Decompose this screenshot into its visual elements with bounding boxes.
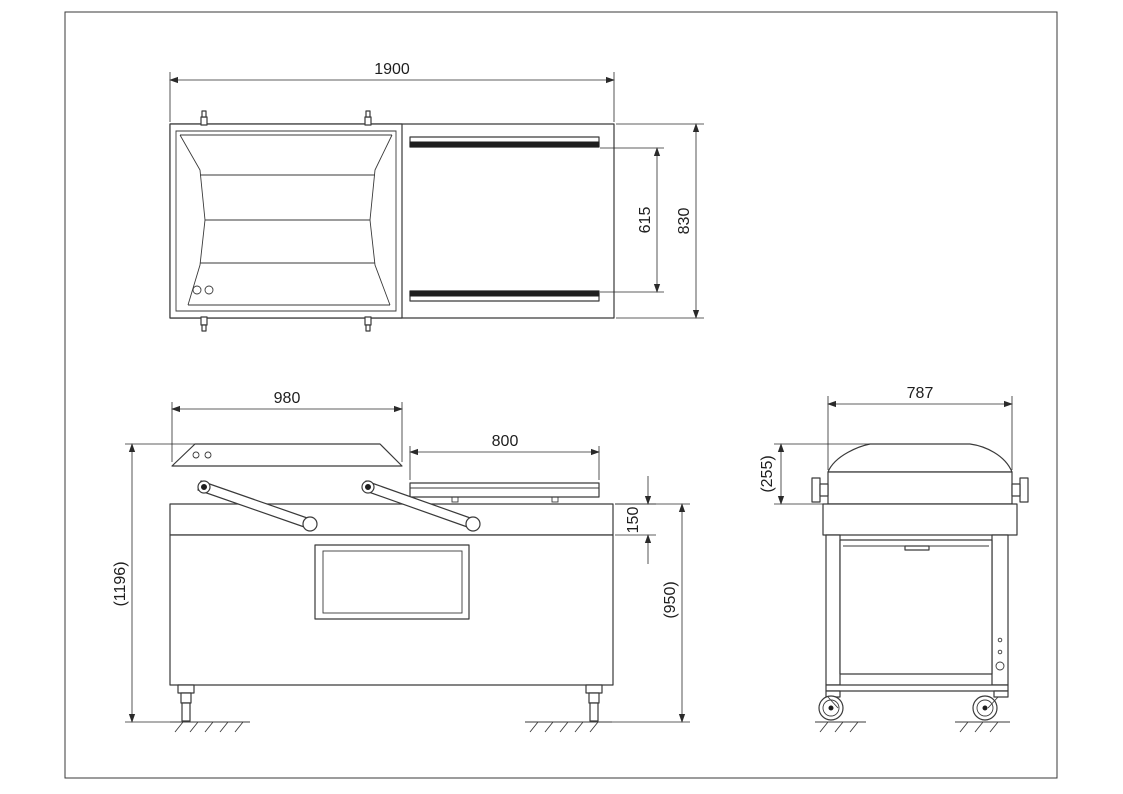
hinge-pin [200,316,208,332]
dimension-overall-length: 1900 [374,61,410,78]
hinge-pin [364,316,372,332]
worktop [169,503,614,536]
side-leg [991,534,1009,686]
front-seal-bar [409,482,600,498]
control-knob [192,285,202,295]
dimension-overall-depth: 830 [676,208,693,235]
front-lid [171,443,403,467]
drawing-frame [64,11,1058,779]
dimension-overall-height: (1196) [112,561,129,606]
front-view: 980 800 150 (1196) (950) [112,390,690,733]
side-cabinet [839,539,993,675]
top-view: 1900 615 830 [169,61,704,332]
hinge-pin [364,110,372,126]
side-handle [1019,477,1029,503]
hinge-pin [200,110,208,126]
seal-bar-strip [409,141,600,148]
side-worktop [822,503,1018,536]
dimension-bar-length: 800 [492,433,519,450]
front-panel [314,544,470,620]
caster [177,684,195,722]
dimension-bar-spacing: 615 [637,207,654,234]
dimension-worktop-thickness: 150 [625,507,642,534]
side-lid [827,443,1013,473]
caster-wheel [818,690,844,721]
side-leg [825,534,841,686]
dimension-overall-width: 787 [907,385,934,402]
lid-outline [175,130,397,312]
seal-bar-strip [409,290,600,297]
dimension-chamber-width: 980 [274,390,301,407]
caster-wheel [972,690,1009,721]
caster [585,684,603,722]
side-view: 787 (255) [759,385,1029,733]
dimension-lid-height: (255) [759,455,776,492]
side-handle [811,477,821,503]
dimension-worktop-height: (950) [662,581,679,618]
control-knob [204,285,214,295]
